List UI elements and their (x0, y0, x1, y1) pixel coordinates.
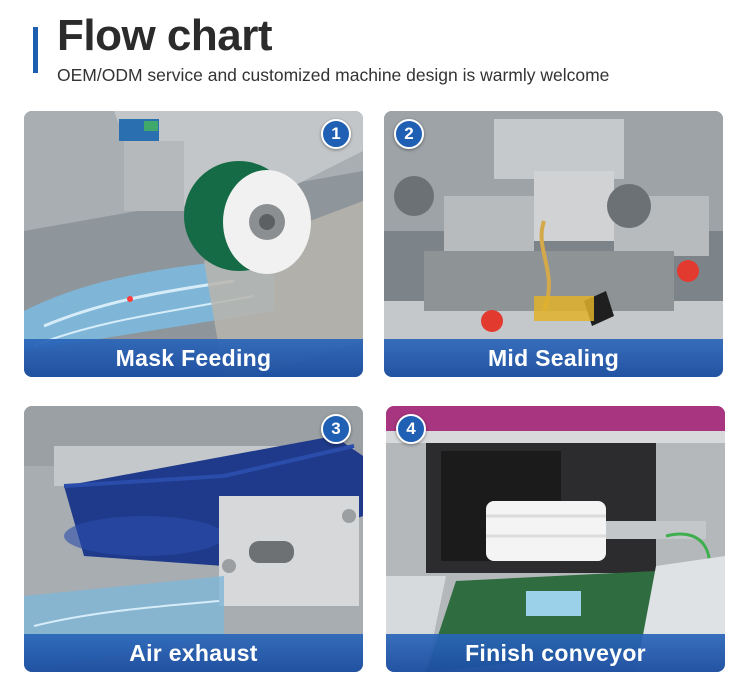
page-title: Flow chart (57, 11, 273, 60)
step-number-badge: 3 (321, 414, 351, 444)
mask-feeding-photo (24, 111, 363, 377)
title-accent-bar (33, 27, 38, 73)
step-card-finish-conveyor: 4 Finish conveyor (386, 406, 725, 672)
finish-conveyor-photo (386, 406, 725, 672)
step-number-badge: 1 (321, 119, 351, 149)
step-number-badge: 2 (394, 119, 424, 149)
mid-sealing-photo (384, 111, 723, 377)
step-card-air-exhaust: 3 Air exhaust (24, 406, 363, 672)
step-caption: Air exhaust (24, 634, 363, 672)
air-exhaust-photo (24, 406, 363, 672)
step-card-mask-feeding: 1 Mask Feeding (24, 111, 363, 377)
page-subtitle: OEM/ODM service and customized machine d… (57, 65, 610, 85)
step-caption: Mask Feeding (24, 339, 363, 377)
step-caption: Mid Sealing (384, 339, 723, 377)
step-caption: Finish conveyor (386, 634, 725, 672)
step-number-badge: 4 (396, 414, 426, 444)
step-card-mid-sealing: 2 Mid Sealing (384, 111, 723, 377)
